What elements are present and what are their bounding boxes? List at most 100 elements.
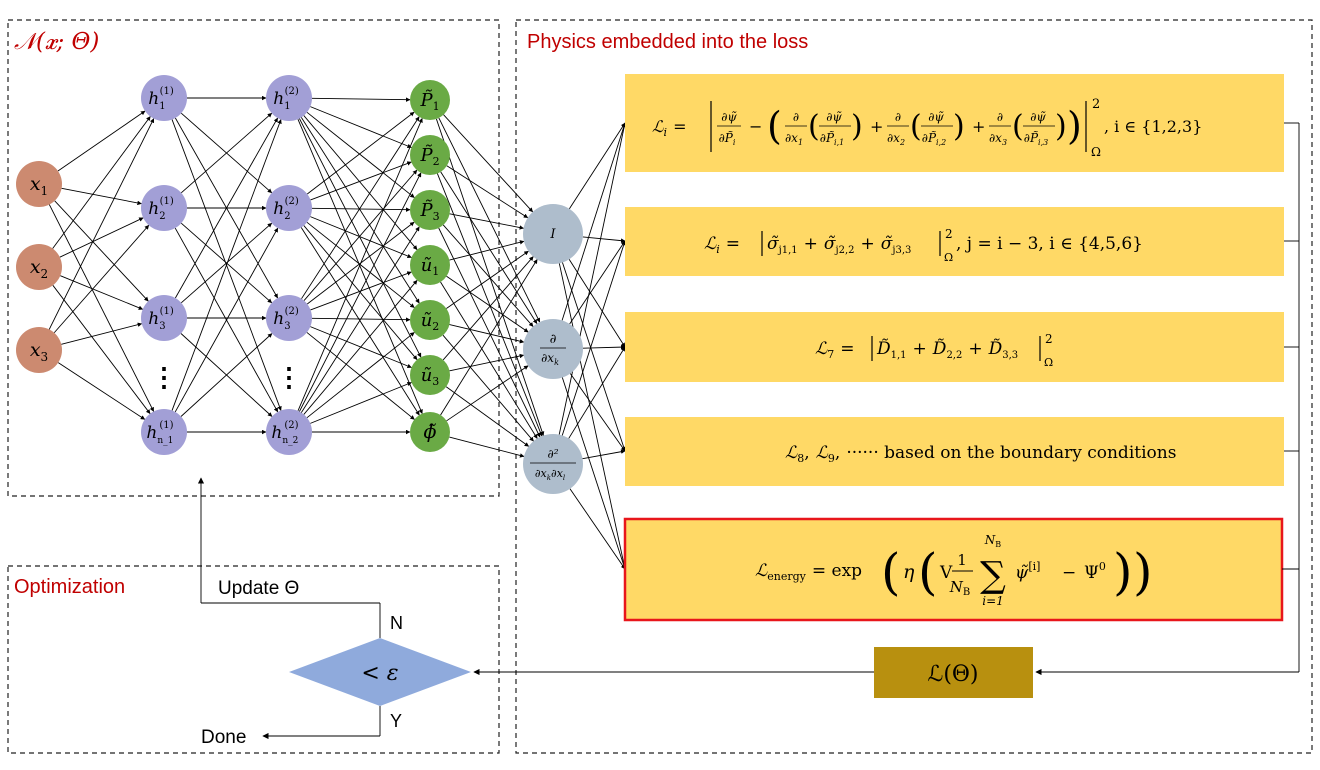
- svg-text:2: 2: [1045, 332, 1053, 346]
- connection-line: [436, 173, 543, 437]
- svg-text:∂xk: ∂xk: [541, 351, 559, 367]
- connection-line: [180, 222, 273, 304]
- input-node-x3: x3: [16, 327, 62, 373]
- connection-line: [561, 240, 626, 436]
- svg-text:h3(1): h3(1): [148, 306, 174, 332]
- svg-text:): ): [1113, 543, 1133, 601]
- connection-line: [59, 217, 144, 258]
- done-label: Done: [201, 727, 246, 748]
- connection-line: [300, 227, 420, 416]
- svg-text:): ): [953, 109, 965, 144]
- svg-text:hn_2(2): hn_2(2): [271, 420, 298, 446]
- svg-text:∂ψ̃: ∂ψ̃: [1030, 110, 1046, 124]
- input-node-x1: x1: [16, 161, 62, 207]
- output-node-u3: ũ3: [410, 355, 450, 395]
- svg-text:∂ψ̃: ∂ψ̃: [826, 110, 842, 124]
- svg-text:∂: ∂: [550, 332, 557, 347]
- connection-line: [310, 106, 412, 149]
- svg-text:NB: NB: [949, 578, 970, 598]
- connection-line: [306, 111, 415, 195]
- connection-line: [54, 200, 149, 302]
- svg-text:σ̃j1,1+σ̃j2,2+σ̃j3,3: σ̃j1,1+σ̃j2,2+σ̃j3,3: [767, 234, 911, 256]
- svg-text:∂x1: ∂x1: [785, 131, 803, 147]
- svg-text:ℒi=: ℒi=: [704, 234, 740, 256]
- connection-line: [303, 115, 418, 251]
- hidden1-node-n: hn_1(1): [141, 409, 187, 455]
- svg-text:): ): [851, 109, 863, 144]
- connection-line: [300, 226, 420, 413]
- physics-title: Physics embedded into the loss: [527, 31, 808, 53]
- connection-line: [297, 117, 423, 412]
- connection-line: [310, 381, 412, 424]
- connection-line: [446, 275, 529, 333]
- optimization-frame: [7, 565, 500, 754]
- connection-line: [180, 333, 273, 417]
- hidden2-node-1: h1(2): [266, 75, 312, 121]
- loss-formula-energy: ℒenergy= exp ψ̃ ( η ( V 1 NB NB ∑ i=1 ψ̃…: [755, 533, 1153, 608]
- operator-first-derivative: ∂ ∂xk: [523, 319, 583, 379]
- svg-text:ũ2: ũ2: [421, 310, 440, 333]
- connection-line: [442, 334, 534, 442]
- yes-label: Y: [390, 711, 402, 731]
- connection-line: [310, 216, 412, 259]
- connection-line: [558, 122, 627, 435]
- svg-text:∂xk∂xl: ∂xk∂xl: [535, 467, 565, 482]
- svg-text:−: −: [749, 117, 762, 136]
- update-label: Update Θ: [218, 578, 299, 599]
- svg-text:ℒ7=: ℒ7=: [815, 339, 855, 361]
- svg-text:hn_1(1): hn_1(1): [146, 420, 173, 446]
- network-connections: [48, 95, 545, 458]
- connection-line: [446, 250, 529, 309]
- svg-text:(: (: [918, 543, 938, 601]
- connection-line: [582, 236, 626, 243]
- svg-text:): ): [1067, 104, 1082, 148]
- svg-text:2: 2: [1092, 97, 1100, 112]
- svg-text:ℒi=: ℒi=: [652, 117, 686, 139]
- connection-line: [561, 377, 626, 570]
- connection-line: [558, 263, 627, 570]
- connection-line: [311, 97, 411, 102]
- connection-line: [449, 213, 524, 230]
- connection-line: [171, 119, 282, 411]
- connection-line: [438, 117, 541, 323]
- svg-text:(: (: [1012, 109, 1024, 144]
- optimization-title: Optimization: [14, 576, 125, 598]
- network-frame: [7, 19, 500, 497]
- connection-line: [438, 227, 541, 438]
- network-title: 𝒩(𝒙; Θ): [14, 29, 99, 55]
- svg-text:, j = i − 3, i ∈ {4,5,6}: , j = i − 3, i ∈ {4,5,6}: [956, 234, 1143, 254]
- svg-text:h2(1): h2(1): [148, 196, 174, 222]
- physics-frame: [515, 19, 1313, 754]
- connection-line: [48, 204, 155, 412]
- svg-text:h1(1): h1(1): [148, 86, 174, 112]
- output-node-P2: P̃2: [410, 135, 450, 175]
- hidden2-ellipsis: ⋮: [276, 363, 302, 393]
- operator-connections: [558, 122, 627, 570]
- connection-line: [440, 259, 538, 416]
- svg-text:NB: NB: [984, 533, 1002, 549]
- connection-line: [174, 117, 279, 299]
- svg-text:h2(2): h2(2): [273, 196, 299, 222]
- connection-line: [303, 169, 418, 301]
- connection-line: [440, 171, 538, 325]
- connection-line: [449, 324, 525, 344]
- svg-text:P̃1: P̃1: [419, 89, 439, 113]
- connection-line: [442, 224, 534, 327]
- svg-text:x3: x3: [30, 339, 48, 364]
- connection-line: [582, 344, 626, 350]
- svg-text:ũ1: ũ1: [421, 255, 440, 278]
- output-node-u2: ũ2: [410, 300, 450, 340]
- output-node-P1: P̃1: [410, 80, 450, 120]
- svg-text:∂: ∂: [997, 110, 1003, 124]
- svg-text:ℒenergy= exp: ℒenergy= exp: [755, 561, 862, 583]
- connection-line: [446, 365, 529, 422]
- svg-text:D̃1,1+D̃2,2+D̃3,3: D̃1,1+D̃2,2+D̃3,3: [876, 339, 1018, 361]
- connection-line: [310, 161, 412, 201]
- svg-text:∂P̃i,1: ∂P̃i,1: [820, 130, 844, 147]
- svg-text:i=1: i=1: [982, 594, 1004, 608]
- svg-text:ℒ(Θ): ℒ(Θ): [927, 662, 978, 687]
- connection-line: [306, 221, 415, 308]
- connection-line: [52, 285, 151, 415]
- connection-line: [297, 119, 423, 414]
- svg-text:h3(2): h3(2): [273, 306, 299, 332]
